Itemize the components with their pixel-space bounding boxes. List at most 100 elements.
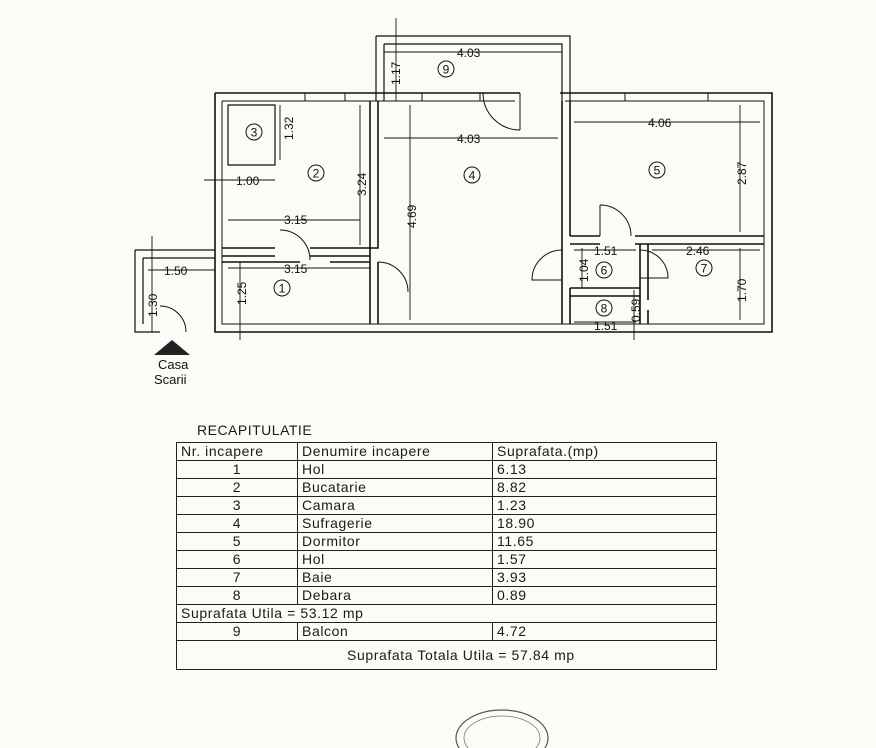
cell-name: Hol [297,550,493,569]
total-useful-area: Suprafata Totala Utila = 57.84 mp [176,640,717,670]
dim-closet-depth: 1.32 [282,116,296,140]
cell-area: 1.23 [492,496,717,515]
cell-name: Hol [297,460,493,479]
useful-area-row: Suprafata Utila = 53.12 mp [176,604,717,623]
dim-bedroom-width: 4.06 [648,116,672,130]
table-row: 9 Balcon 4.72 [176,622,717,641]
stair-marker [154,340,190,355]
table-row: 2 Bucatarie 8.82 [176,478,717,497]
cell-nr: 2 [176,478,298,497]
cell-area: 0.89 [492,586,717,605]
kitchen-wall [222,101,379,262]
stair-box [134,249,215,333]
cell-area: 1.57 [492,550,717,569]
door-bath [639,249,669,279]
cell-name: Balcon [297,622,493,641]
header-area: Suprafata.(mp) [492,442,717,461]
dim-living-width: 4.03 [457,132,481,146]
room-number: 5 [654,164,661,178]
dim-living-height: 4.69 [405,204,419,228]
table-row: 4 Sufragerie 18.90 [176,514,717,533]
table-row: 8 Debara 0.89 [176,586,717,605]
dim-storage-width: 1.51 [594,319,618,333]
cell-nr: 6 [176,550,298,569]
door-bedroom [599,204,632,237]
cell-nr: 3 [176,496,298,515]
dim-entry-height: 1.30 [146,293,160,317]
cell-name: Bucatarie [297,478,493,497]
cell-name: Camara [297,496,493,515]
cell-nr: 9 [176,622,298,641]
room-number-circle [463,166,481,184]
recap-title: RECAPITULATIE [197,422,313,438]
cell-area: 18.90 [492,514,717,533]
cell-nr: 5 [176,532,298,551]
cell-name: Sufragerie [297,514,493,533]
door-hall6 [531,249,563,281]
dim-bath-width: 2.46 [686,244,710,258]
cell-nr: 4 [176,514,298,533]
living-right-wall [561,101,571,324]
room-number-circle [595,261,613,279]
room-number-circle [695,259,713,277]
recap-table: Nr. incapere Denumire incapere Suprafata… [176,442,717,670]
total-area-row: Suprafata Totala Utila = 57.84 mp [176,640,717,670]
cadastre-stamp-seal [455,709,549,748]
stair-label-2: Scarii [154,372,187,387]
room-number-circle [437,60,455,78]
dimension-lines [148,18,760,340]
recap-header-row: Nr. incapere Denumire incapere Suprafata… [176,442,717,461]
room-number: 4 [469,169,476,183]
dim-hall-height: 1.25 [235,281,249,305]
dim-balcony-depth: 1.17 [389,61,403,85]
room-number-circle [307,164,325,182]
dim-inner-hall-width: 1.51 [594,244,618,258]
cell-nr: 7 [176,568,298,587]
room-number-circle [648,161,666,179]
outer-wall [214,92,773,333]
table-row: 6 Hol 1.57 [176,550,717,569]
cell-name: Dormitor [297,532,493,551]
living-wall [222,261,379,324]
room-number: 2 [313,167,320,181]
table-row: 3 Camara 1.23 [176,496,717,515]
header-nr: Nr. incapere [176,442,298,461]
room-number: 1 [279,282,286,296]
door-entry [159,305,187,333]
door-kitchen [279,229,311,261]
table-row: 7 Baie 3.93 [176,568,717,587]
useful-area-total: Suprafata Utila = 53.12 mp [176,604,717,623]
dim-bath-height: 1.70 [735,278,749,302]
room-number: 3 [251,126,258,140]
cell-area: 3.93 [492,568,717,587]
recap-body: 1 Hol 6.13 2 Bucatarie 8.82 3 Camara 1.2… [176,460,717,670]
bedroom-wall [570,235,764,245]
dim-kitchen-height: 3.24 [355,172,369,196]
window-marks [304,93,709,101]
cell-area: 4.72 [492,622,717,641]
storage-wall [570,287,640,297]
cell-area: 11.65 [492,532,717,551]
room-number-circle [595,299,613,317]
room-number: 6 [601,264,608,278]
inner-wall-offset [221,100,765,325]
dim-kitchen-small-width: 1.00 [236,174,260,188]
header-name: Denumire incapere [297,442,493,461]
dim-hall-left-width: 1.50 [164,264,188,278]
stair-label-1: Casa [158,357,189,372]
dim-storage-height: 0.59 [629,298,643,322]
cell-name: Debara [297,586,493,605]
cell-nr: 8 [176,586,298,605]
dim-balcony-width: 4.03 [457,46,481,60]
dim-inner-hall-height: 1.04 [577,258,591,282]
table-row: 5 Dormitor 11.65 [176,532,717,551]
cell-nr: 1 [176,460,298,479]
closet-wall [227,104,276,166]
dim-hall-width: 3.15 [284,262,308,276]
cell-name: Baie [297,568,493,587]
room-number-circle [273,279,291,297]
cell-area: 8.82 [492,478,717,497]
room-number: 9 [443,63,450,77]
